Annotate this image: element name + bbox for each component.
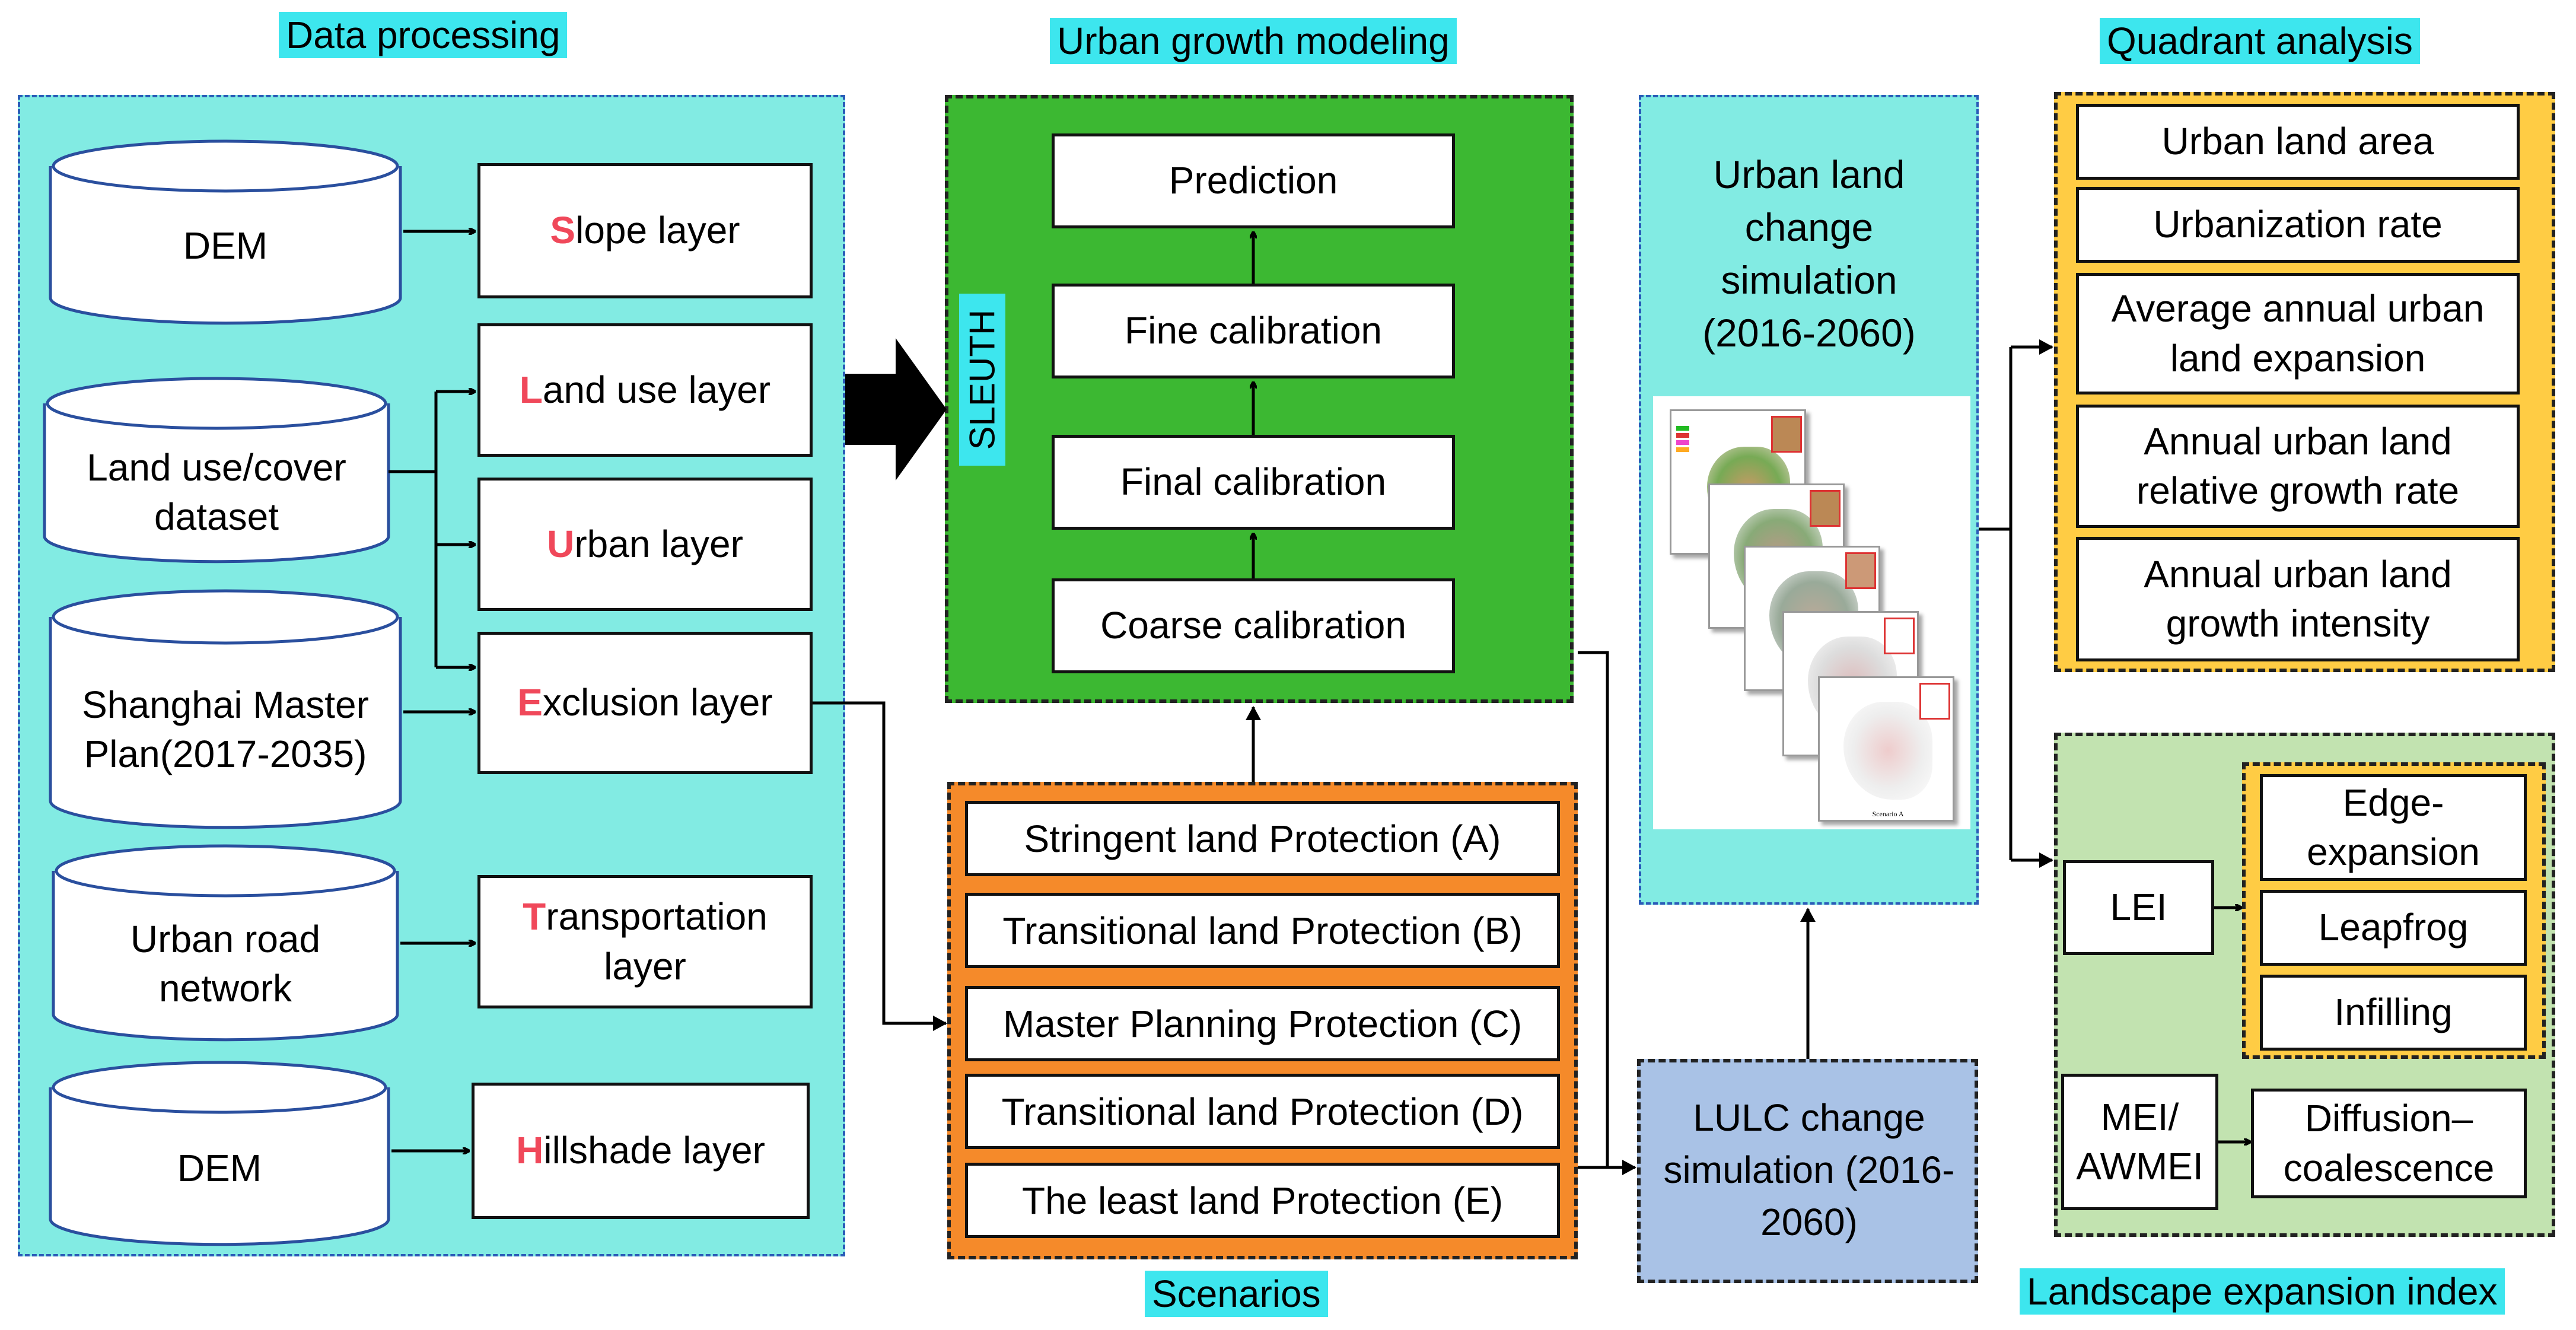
fine-calibration-box: Fine calibration <box>1052 284 1455 378</box>
scenario-d-box: Transitional land Protection (D) <box>965 1074 1560 1149</box>
transportation-layer-box: Transportation layer <box>477 875 813 1008</box>
arrow-exclusion-to-scenarios <box>813 701 947 1031</box>
mei-awmei-box: MEI/ AWMEI <box>2061 1074 2218 1210</box>
arrow-coarse-to-lulc <box>1578 651 1636 1175</box>
map-inset <box>1884 618 1915 654</box>
source-master-plan: Shanghai Master Plan(2017-2035) <box>82 683 369 775</box>
scenario-map-label: Scenario A <box>1872 810 1904 818</box>
map-inset <box>1810 490 1841 527</box>
map-legend <box>1676 426 1689 431</box>
metric-average-annual-expansion: Average annual urban land expansion <box>2076 273 2520 394</box>
map-legend <box>1676 433 1689 438</box>
scenario-a-box: Stringent land Protection (A) <box>965 801 1560 876</box>
edge-expansion-box: Edge-expansion <box>2260 774 2527 881</box>
database-icon <box>49 139 402 325</box>
infilling-box: Infilling <box>2260 975 2527 1051</box>
arrow-landuse-split <box>389 392 438 667</box>
hillshade-layer-box: Hillshade layer <box>472 1083 810 1219</box>
arrow-change-split <box>1979 347 2013 860</box>
scenario-map-a: Scenario A <box>1818 676 1954 822</box>
metric-growth-intensity: Annual urban land growth intensity <box>2076 537 2520 661</box>
final-calibration-box: Final calibration <box>1052 435 1455 530</box>
source-dem-1: DEM <box>183 224 268 268</box>
metric-urbanization-rate: Urbanization rate <box>2076 187 2520 263</box>
scenario-b-box: Transitional land Protection (B) <box>965 893 1560 968</box>
metric-urban-land-area: Urban land area <box>2076 104 2520 180</box>
leapfrog-box: Leapfrog <box>2260 890 2527 966</box>
map-inset <box>1919 683 1950 720</box>
database-icon <box>49 589 402 829</box>
title-landscape-expansion-index: Landscape expansion index <box>2020 1268 2505 1315</box>
metric-relative-growth-rate: Annual urban land relative growth rate <box>2076 405 2520 528</box>
map-inset <box>1771 416 1802 453</box>
scenario-e-box: The least land Protection (E) <box>965 1163 1560 1238</box>
urban-layer-box: Urban layer <box>477 478 813 611</box>
database-icon <box>52 844 399 1042</box>
sleuth-label <box>959 294 1005 466</box>
lulc-change-panel <box>1637 1059 1978 1283</box>
source-urban-road-network: Urban road network <box>130 917 321 1010</box>
coarse-calibration-box: Coarse calibration <box>1052 578 1455 673</box>
map-legend <box>1676 440 1689 445</box>
lei-box: LEI <box>2063 860 2214 955</box>
title-urban-growth-modeling: Urban growth modeling <box>1050 18 1457 64</box>
title-data-processing: Data processing <box>279 12 568 58</box>
title-scenarios: Scenarios <box>1145 1271 1328 1317</box>
land-use-layer-box: Land use layer <box>477 323 813 457</box>
diffusion-coalescence-box: Diffusion–coalescence <box>2251 1089 2527 1198</box>
database-icon <box>43 377 390 564</box>
lulc-change-label: LULC change simulation (2016-2060) <box>1663 1096 1955 1243</box>
map-inset <box>1845 552 1876 589</box>
big-arrow-data-to-sleuth <box>845 338 947 481</box>
scenario-c-box: Master Planning Protection (C) <box>965 986 1560 1061</box>
prediction-box: Prediction <box>1052 133 1455 228</box>
urban-land-change-label: Urban land change simulation (2016-2060) <box>1702 152 1916 355</box>
title-quadrant-analysis: Quadrant analysis <box>2100 18 2420 64</box>
source-land-use-cover: Land use/cover dataset <box>87 446 346 538</box>
map-legend <box>1676 447 1689 452</box>
slope-layer-box: Slope layer <box>477 163 813 298</box>
source-dem-2: DEM <box>177 1147 262 1190</box>
database-icon <box>49 1061 390 1246</box>
exclusion-layer-box: Exclusion layer <box>477 632 813 774</box>
map-shape <box>1843 702 1932 800</box>
